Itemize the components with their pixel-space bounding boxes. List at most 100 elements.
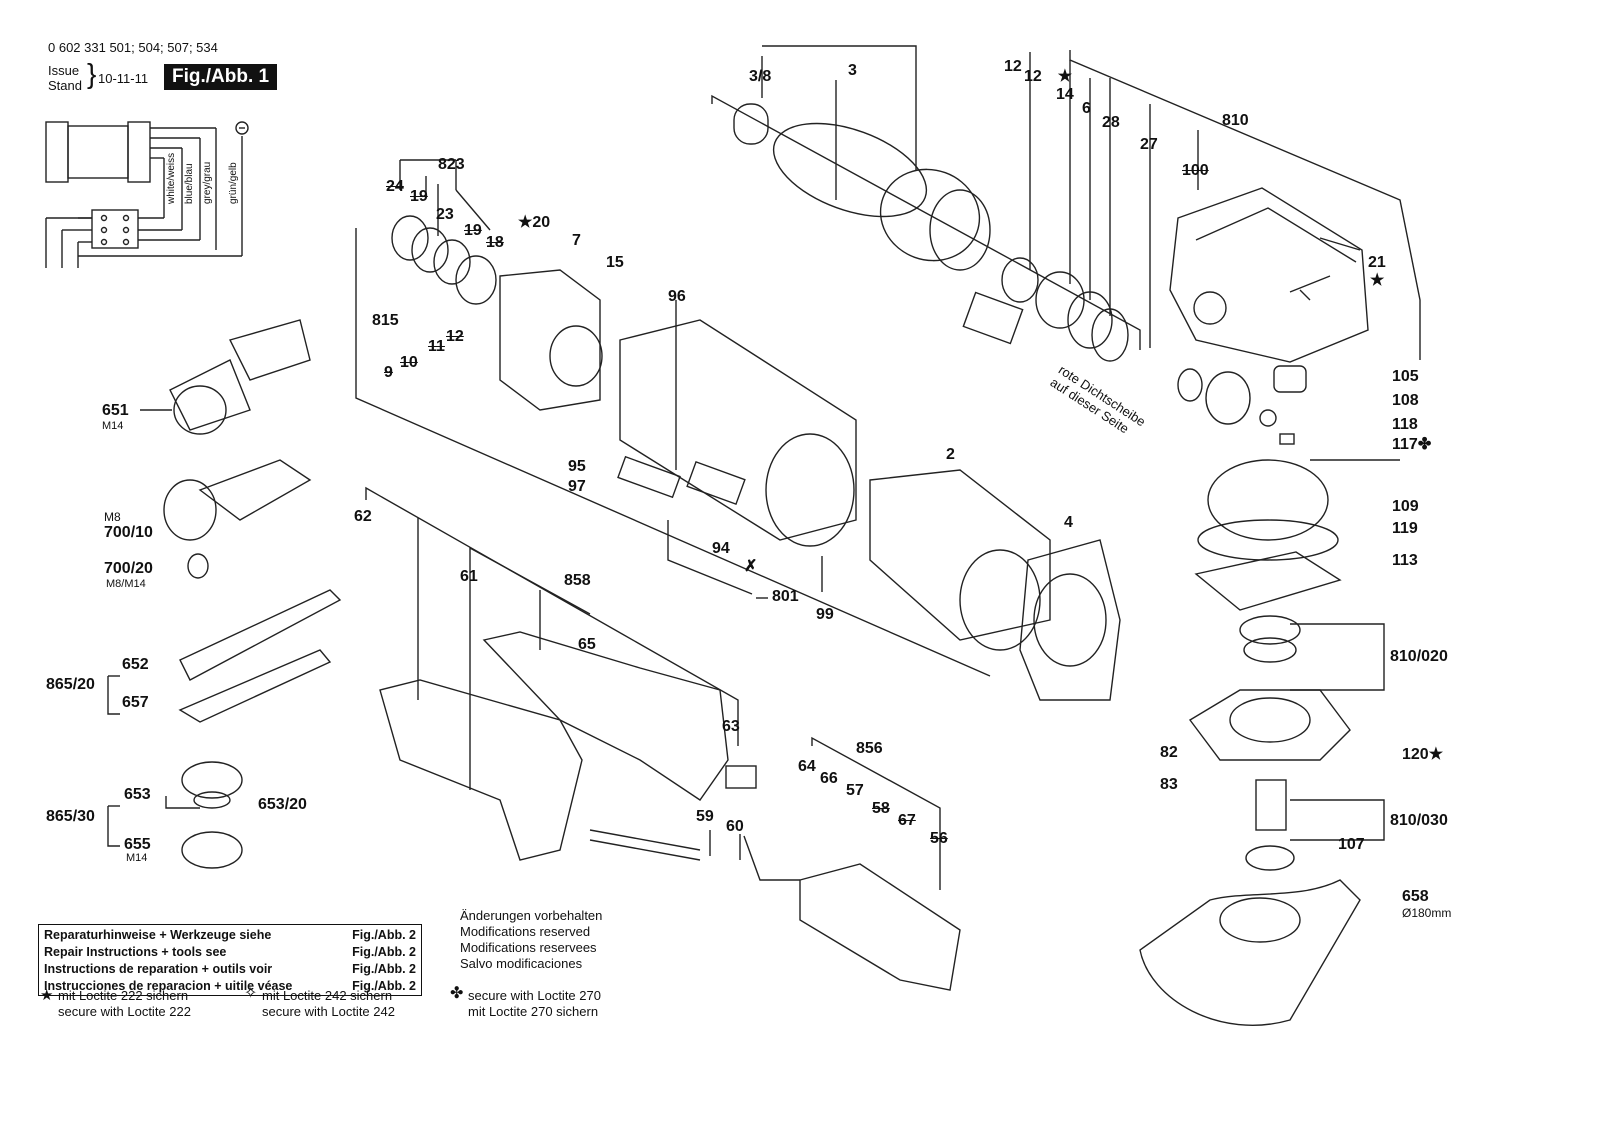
part-label-27: 27 bbox=[1140, 136, 1158, 153]
part-label-61: 61 bbox=[460, 568, 478, 585]
wire-label-blue: blue/blau bbox=[184, 163, 195, 204]
changes-note-fr: Modifications reservees bbox=[460, 940, 597, 955]
part-label-12a: 12 bbox=[1004, 58, 1022, 75]
part-label-117: 117✤ bbox=[1392, 436, 1432, 453]
part-label-14: ★ 14 bbox=[1056, 68, 1074, 103]
legend-loctite242-en: secure with Loctite 242 bbox=[262, 1004, 395, 1019]
part-label-9: 9 bbox=[384, 364, 393, 381]
part-label-96: 96 bbox=[668, 288, 686, 305]
part-label-83: 83 bbox=[1160, 776, 1178, 793]
part-label-118: 118 bbox=[1392, 416, 1418, 433]
part-label-107: 107 bbox=[1338, 836, 1365, 853]
part-label-700-20: 700/20 bbox=[104, 560, 153, 577]
part-label-58: 58 bbox=[872, 800, 890, 817]
part-label-108: 108 bbox=[1392, 392, 1419, 409]
part-label-105: 105 bbox=[1392, 368, 1419, 385]
brace-symbol: } bbox=[87, 58, 97, 89]
part-label-10: 10 bbox=[400, 354, 418, 371]
part-label-97: 97 bbox=[568, 478, 586, 495]
part-label-651: 651 bbox=[102, 402, 129, 419]
part-label-12c: 12 bbox=[446, 328, 464, 345]
part-label-67: 67 bbox=[898, 812, 916, 829]
part-label-20: ★20 bbox=[518, 214, 551, 231]
clover-icon: ✤ bbox=[450, 985, 464, 1002]
part-label-658: 658 bbox=[1402, 888, 1429, 905]
part-label-19a: 19 bbox=[410, 188, 428, 205]
part-label-15: 15 bbox=[606, 254, 624, 271]
gear-housing bbox=[1169, 187, 1369, 445]
part-label-94: 94 bbox=[712, 540, 730, 557]
legend-loctite222-de: mit Loctite 222 sichern bbox=[58, 988, 189, 1003]
part-label-865-20: 865/20 bbox=[46, 676, 95, 693]
part-label-18: 18 bbox=[486, 234, 504, 251]
part-label-23: 23 bbox=[436, 206, 454, 223]
part-label-11: 11 bbox=[428, 338, 445, 355]
part-label-19b: 19 bbox=[464, 222, 482, 239]
part-label-6: 6 bbox=[1082, 100, 1091, 117]
part-label-7: 7 bbox=[572, 232, 581, 249]
part-label-655: 655 bbox=[124, 836, 151, 853]
part-label-60: 60 bbox=[726, 818, 744, 835]
part-label-652: 652 bbox=[122, 656, 149, 673]
part-label-95: 95 bbox=[568, 458, 586, 475]
wire-label-ground: grün/gelb bbox=[228, 162, 239, 204]
reference-row: Instrucciones de reparacion + uitile véa… bbox=[44, 979, 416, 993]
part-label-99: 99 bbox=[816, 606, 834, 623]
part-label-cross: ✗ bbox=[744, 558, 758, 575]
sublabel-m8: M8 bbox=[104, 510, 121, 524]
part-label-4: 4 bbox=[1064, 514, 1073, 531]
part-label-64: 64 bbox=[798, 758, 816, 775]
figure-badge: Fig./Abb. 1 bbox=[164, 64, 278, 90]
part-label-865-30: 865/30 bbox=[46, 808, 95, 825]
legend-loctite270-de: mit Loctite 270 sichern bbox=[468, 1004, 599, 1019]
wire-label-white: white/weiss bbox=[166, 152, 177, 204]
part-label-653-20: 653/20 bbox=[258, 796, 307, 813]
part-label-653: 653 bbox=[124, 786, 151, 803]
legend-loctite222-en: secure with Loctite 222 bbox=[58, 1004, 191, 1019]
part-label-21: 21 bbox=[1368, 254, 1386, 271]
part-label-801: 801 bbox=[772, 588, 799, 605]
part-label-700-10: 700/10 bbox=[104, 524, 153, 541]
part-label-24: 24 bbox=[386, 178, 404, 195]
part-label-82: 82 bbox=[1160, 744, 1178, 761]
spindle-and-guard bbox=[1139, 459, 1400, 1026]
part-label-12b: 12 bbox=[1024, 68, 1042, 85]
part-label-120: 120★ bbox=[1402, 746, 1444, 763]
armature-bracket bbox=[711, 45, 1421, 362]
part-label-109: 109 bbox=[1392, 498, 1419, 515]
sublabel-diameter: Ø180mm bbox=[1402, 906, 1452, 920]
wire-label-grey: grey/grau bbox=[202, 161, 213, 204]
part-label-810: 810 bbox=[1222, 112, 1249, 129]
changes-note-en: Modifications reserved bbox=[460, 924, 591, 939]
part-label-62: 62 bbox=[354, 508, 372, 525]
legend-loctite242-de: mit Loctite 242 sichern bbox=[262, 988, 393, 1003]
part-label-113: 113 bbox=[1392, 552, 1418, 569]
part-numbers: 0 602 331 501; 504; 507; 534 bbox=[48, 40, 218, 55]
star-21: ★ bbox=[1370, 272, 1385, 289]
reference-row: Instructions de reparation + outils voir… bbox=[44, 962, 416, 976]
part-label-823: 823 bbox=[438, 156, 465, 173]
part-label-657: 657 bbox=[122, 694, 149, 711]
part-label-56: 56 bbox=[930, 830, 948, 847]
part-label-815: 815 bbox=[372, 312, 399, 329]
sublabel-m8-m14: M8/M14 bbox=[106, 578, 146, 590]
part-label-57: 57 bbox=[846, 782, 864, 799]
motor-assembly bbox=[355, 159, 1121, 701]
part-label-858: 858 bbox=[564, 572, 591, 589]
part-label-810-030: 810/030 bbox=[1390, 812, 1448, 829]
part-label-119: 119 bbox=[1392, 520, 1418, 537]
part-label-65: 65 bbox=[578, 636, 596, 653]
changes-note-de: Änderungen vorbehalten bbox=[460, 908, 603, 923]
part-label-856: 856 bbox=[856, 740, 883, 757]
star-icon: ★ bbox=[40, 987, 54, 1004]
legend-loctite270-en: secure with Loctite 270 bbox=[468, 988, 601, 1003]
issue-date: 10-11-11 bbox=[98, 71, 149, 86]
part-label-66: 66 bbox=[820, 770, 838, 787]
part-label-59: 59 bbox=[696, 808, 714, 825]
part-label-2: 2 bbox=[946, 446, 955, 463]
part-label-63: 63 bbox=[722, 718, 740, 735]
